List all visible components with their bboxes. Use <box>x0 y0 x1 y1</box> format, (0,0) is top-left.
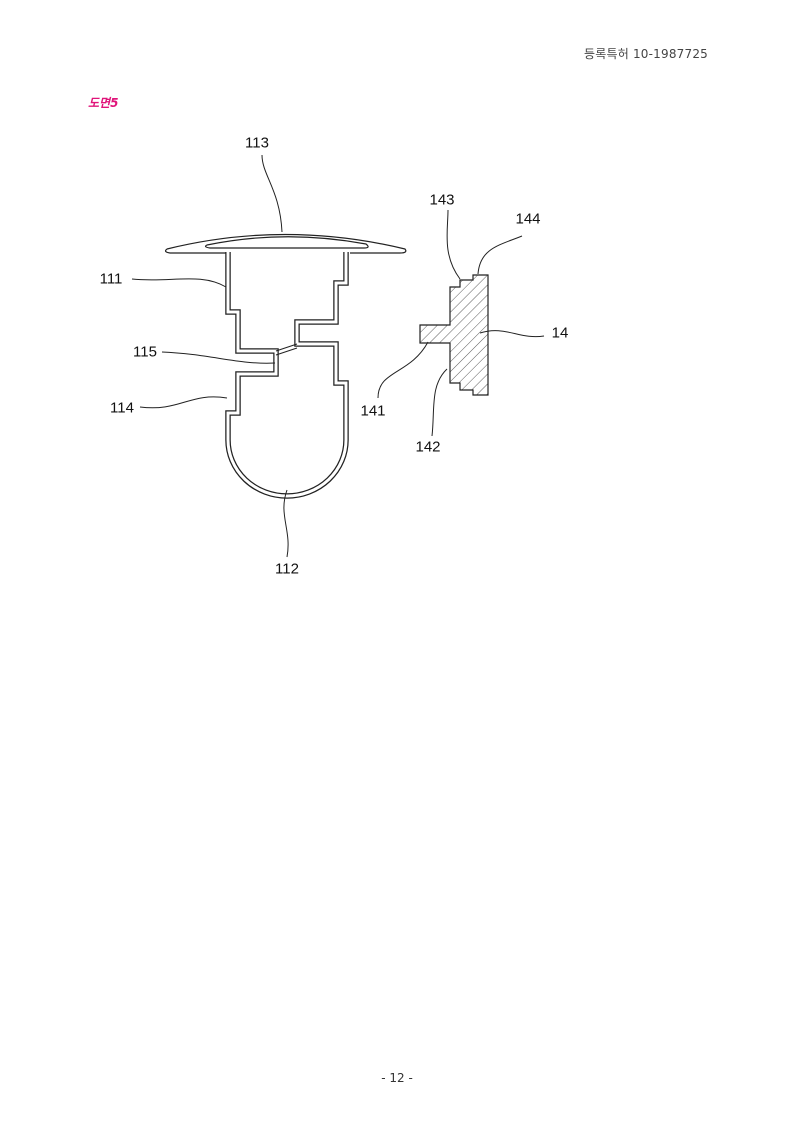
patent-number-header: 등록특허 10-1987725 <box>584 47 709 61</box>
label-113: 113 <box>245 134 269 152</box>
label-115: 115 <box>133 343 157 361</box>
body-profile-111 <box>225 252 349 499</box>
figure-title: 도면5 <box>88 96 119 110</box>
page-number: - 12 - <box>381 1071 413 1085</box>
cap-part-113 <box>164 233 407 254</box>
label-14: 14 <box>551 324 569 342</box>
label-114: 114 <box>110 399 134 417</box>
label-112: 112 <box>275 560 299 578</box>
label-141: 141 <box>360 402 386 420</box>
label-143: 143 <box>429 191 455 209</box>
clip-part-14 <box>419 274 489 396</box>
label-144: 144 <box>515 210 541 228</box>
label-142: 142 <box>415 438 441 456</box>
leader-lines <box>131 154 545 558</box>
label-111: 111 <box>99 270 123 288</box>
